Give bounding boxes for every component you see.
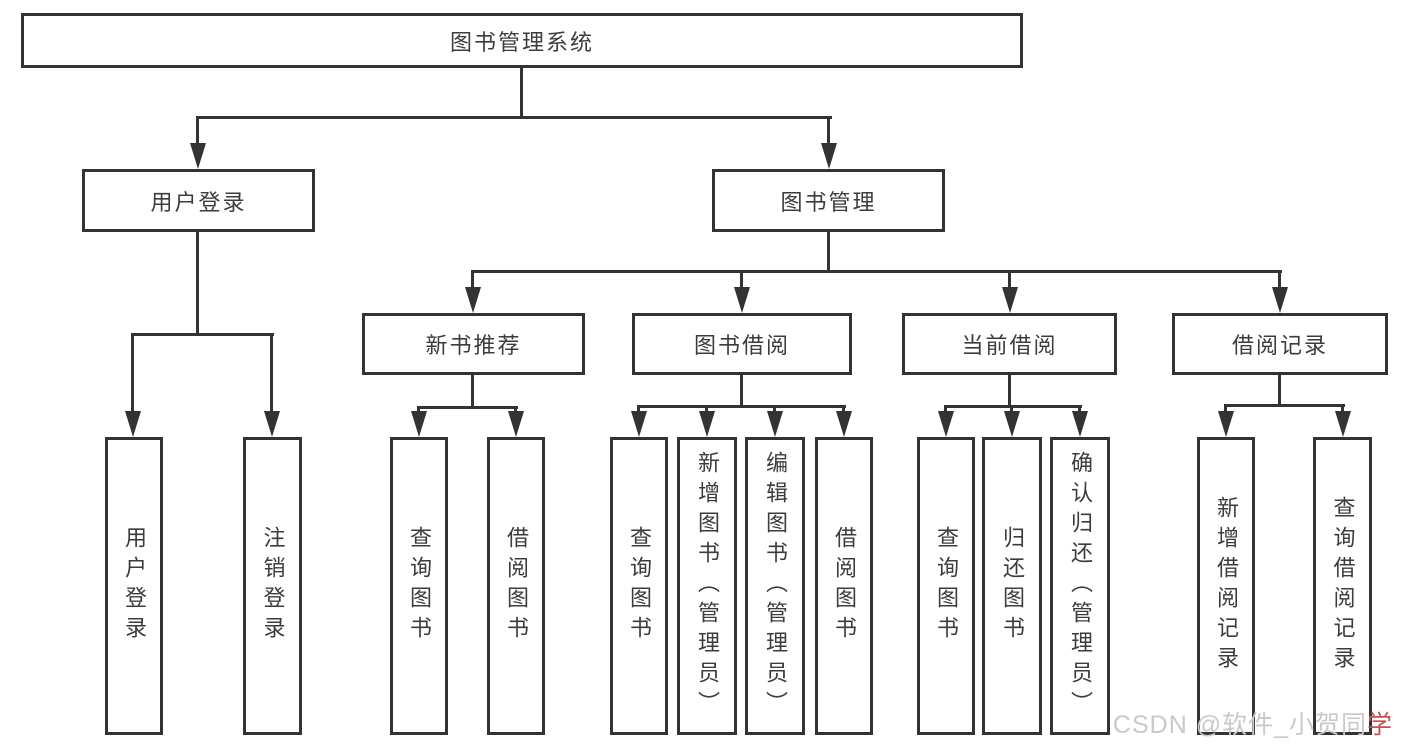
- node-new-book-recommend-label: 新书推荐: [425, 333, 522, 358]
- node-book-borrow: 图书借阅: [632, 313, 852, 375]
- leaf-cb-return-books: 归还图书: [982, 437, 1042, 735]
- connector-arrow-shaft: [944, 405, 947, 415]
- arrowhead-down: [508, 411, 524, 437]
- leaf-cb-query-books: 查询图书: [917, 437, 975, 735]
- connector-arrow-shaft: [1078, 405, 1081, 415]
- node-current-borrow: 当前借阅: [902, 313, 1117, 375]
- leaf-nb-query-books-label: 查询图书: [407, 526, 432, 646]
- leaf-bb-borrow-books: 借阅图书: [815, 437, 873, 735]
- connector-book-mgmt-stub: [827, 232, 830, 273]
- node-borrow-records-label: 借阅记录: [1231, 333, 1328, 358]
- arrowhead-down: [190, 143, 206, 169]
- node-book-management-label: 图书管理: [780, 189, 877, 215]
- connector-arrow-shaft: [740, 270, 743, 292]
- connector-level1-rail: [197, 116, 832, 119]
- connector-arrow-shaft: [1008, 270, 1011, 292]
- leaf-bb-edit-books-admin-label: 编辑图书（管理员）: [763, 451, 788, 721]
- arrowhead-down: [1218, 411, 1234, 437]
- node-book-borrow-label: 图书借阅: [693, 333, 790, 358]
- connector-root-stub: [520, 66, 523, 119]
- leaf-bb-edit-books-admin: 编辑图书（管理员）: [745, 437, 805, 735]
- leaf-rec-query-record-label: 查询借阅记录: [1330, 496, 1356, 676]
- arrowhead-down: [767, 411, 783, 437]
- connector-arrow-shaft: [827, 116, 830, 147]
- node-root: 图书管理系统: [21, 13, 1023, 68]
- leaf-nb-borrow-books: 借阅图书: [487, 437, 545, 735]
- connector-g2-stub: [740, 374, 743, 408]
- arrowhead-down: [821, 143, 837, 169]
- node-new-book-recommend: 新书推荐: [362, 313, 585, 375]
- connector-arrow-shaft: [1278, 270, 1281, 292]
- connector-level2-rail: [472, 270, 1282, 273]
- leaf-user-login-label: 用户登录: [122, 526, 147, 646]
- connector-arrow-shaft: [196, 116, 199, 147]
- connector-arrow-shaft: [637, 405, 640, 415]
- node-root-label: 图书管理系统: [449, 29, 594, 55]
- leaf-cb-return-books-label: 归还图书: [1000, 526, 1025, 646]
- node-user-login-label: 用户登录: [150, 189, 247, 215]
- arrowhead-down: [631, 411, 647, 437]
- leaf-rec-add-record: 新增借阅记录: [1197, 437, 1255, 735]
- leaf-cb-confirm-return-admin-label: 确认归还（管理员）: [1068, 451, 1093, 721]
- arrowhead-down: [734, 287, 750, 313]
- leaf-nb-query-books: 查询图书: [390, 437, 448, 735]
- arrowhead-down: [1272, 287, 1288, 313]
- arrowhead-down: [1002, 287, 1018, 313]
- arrowhead-down: [938, 411, 954, 437]
- arrowhead-down: [836, 411, 852, 437]
- connector-user-login-stub: [196, 232, 199, 336]
- connector-arrow-shaft: [270, 333, 273, 413]
- leaf-rec-add-record-label: 新增借阅记录: [1214, 496, 1239, 676]
- connector-arrow-shaft: [842, 405, 845, 415]
- node-current-borrow-label: 当前借阅: [961, 333, 1058, 358]
- leaf-rec-query-record: 查询借阅记录: [1313, 437, 1372, 735]
- connector-g1-stub: [471, 375, 474, 409]
- connector-g1-rail: [417, 406, 518, 409]
- leaf-nb-borrow-books-label: 借阅图书: [504, 526, 529, 646]
- connector-user-login-rail: [132, 333, 274, 336]
- connector-g4-rail: [1224, 404, 1345, 407]
- watermark-text-accent: 学: [1366, 711, 1393, 739]
- connector-arrow-shaft: [705, 405, 708, 415]
- arrowhead-down: [1072, 411, 1088, 437]
- connector-g2-rail: [637, 405, 846, 408]
- leaf-logout-label: 注销登录: [260, 526, 286, 646]
- watermark-text: CSDN @软件_小贺同: [1112, 711, 1367, 739]
- arrowhead-down: [1004, 411, 1020, 437]
- leaf-cb-query-books-label: 查询图书: [934, 526, 959, 646]
- arrowhead-down: [465, 287, 481, 313]
- leaf-cb-confirm-return-admin: 确认归还（管理员）: [1050, 437, 1110, 735]
- leaf-bb-query-books-label: 查询图书: [627, 526, 652, 646]
- connector-g4-stub: [1278, 375, 1281, 406]
- node-user-login: 用户登录: [82, 169, 315, 232]
- arrowhead-down: [699, 411, 715, 437]
- connector-arrow-shaft: [131, 333, 134, 413]
- leaf-logout: 注销登录: [243, 437, 302, 735]
- connector-g3-stub: [1008, 374, 1011, 407]
- arrowhead-down: [125, 411, 141, 437]
- arrowhead-down: [411, 411, 427, 437]
- leaf-bb-add-books-admin: 新增图书（管理员）: [677, 437, 737, 735]
- connector-arrow-shaft: [471, 270, 474, 292]
- watermark: CSDN @软件_小贺同学: [1113, 705, 1393, 741]
- leaf-user-login: 用户登录: [105, 437, 163, 735]
- connector-arrow-shaft: [773, 405, 776, 415]
- leaf-bb-add-books-admin-label: 新增图书（管理员）: [695, 451, 720, 721]
- connector-g3-rail: [944, 405, 1082, 408]
- arrowhead-down: [264, 411, 280, 437]
- connector-arrow-shaft: [1341, 404, 1344, 414]
- leaf-bb-query-books: 查询图书: [610, 437, 668, 735]
- arrowhead-down: [1335, 411, 1351, 437]
- connector-arrow-shaft: [1224, 404, 1227, 414]
- leaf-bb-borrow-books-label: 借阅图书: [832, 526, 857, 646]
- connector-arrow-shaft: [1010, 405, 1013, 415]
- node-borrow-records: 借阅记录: [1172, 313, 1388, 375]
- node-book-management: 图书管理: [712, 169, 945, 232]
